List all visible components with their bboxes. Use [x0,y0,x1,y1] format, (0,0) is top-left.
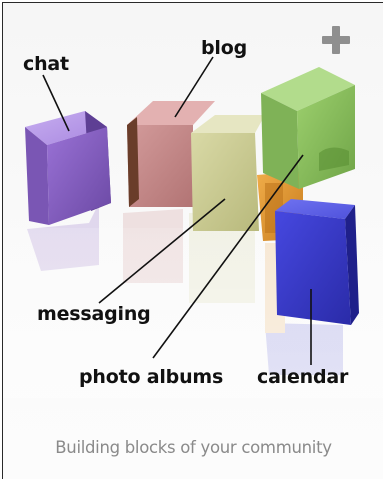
calendar-cube [275,199,359,325]
blog-pointer [174,56,214,118]
chat-pointer [42,74,70,132]
plus-icon[interactable] [319,23,353,57]
calendar-label: calendar [257,366,349,388]
photo-albums-pointer [152,154,304,359]
blog-label: blog [201,37,247,59]
chat-label: chat [23,53,69,75]
callout-lines [42,56,312,365]
blog-cube [127,101,215,207]
photo-albums-label: photo albums [79,366,224,388]
tagline: Building blocks of your community [55,438,332,457]
chat-cube [25,111,111,225]
messaging-pointer [98,198,226,304]
cube-illustration [3,56,383,398]
building-blocks-card: chat blog messaging photo albums calenda… [2,2,383,479]
messaging-label: messaging [37,303,151,325]
messaging-cube [191,115,265,231]
photo-albums-cube [261,67,355,189]
